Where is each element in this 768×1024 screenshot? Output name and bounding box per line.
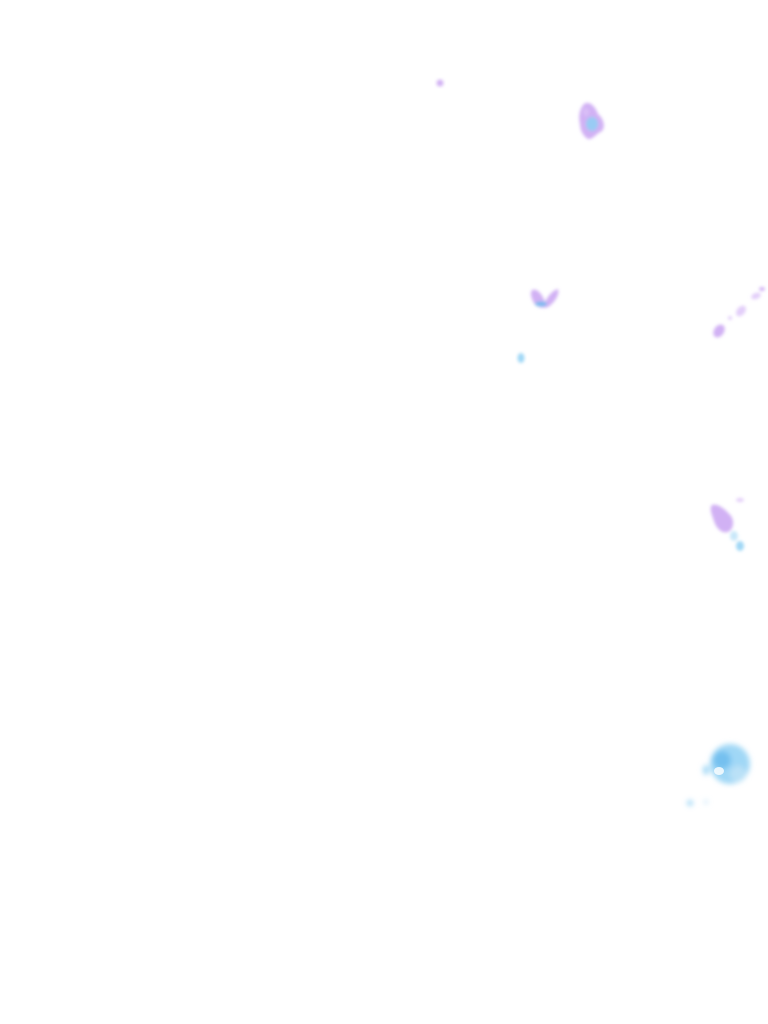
violet-sky-splash-blot: [710, 498, 744, 551]
butterfly-blot: [530, 289, 559, 308]
sky-drop-blot: [517, 353, 525, 363]
violet-sky-blot-top: [579, 102, 604, 140]
sky-large-blot-highlight: [714, 767, 724, 775]
violet-streak-blot: [713, 287, 765, 338]
sky-large-blot: [687, 744, 750, 806]
violet-dot-blot: [436, 79, 444, 87]
